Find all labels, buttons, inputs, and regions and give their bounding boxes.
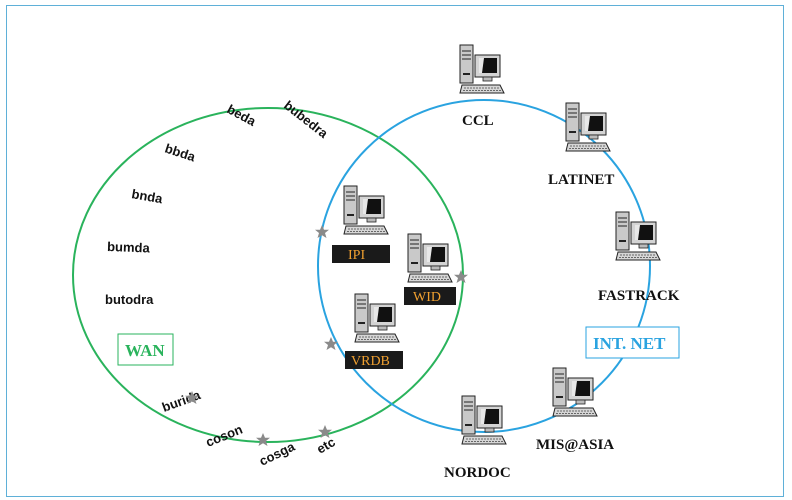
wan-node-coson: coson: [204, 422, 245, 450]
wan-node-bubedra: bubedra: [281, 98, 331, 142]
int-net-node-ccl: CCL: [462, 113, 494, 129]
computer-icon: [565, 102, 611, 152]
shared-node-vrdb-box: [345, 351, 403, 369]
int-net-label: INT. NET: [593, 334, 666, 353]
computer-icon: [552, 367, 598, 417]
wan-node-etc: etc: [314, 434, 338, 456]
int-net-node-nordoc: NORDOC: [444, 465, 511, 481]
shared-node-ipi: IPI: [348, 248, 365, 263]
wan-node-beda: beda: [225, 101, 260, 129]
int-net-node-mis-asia: MIS@ASIA: [536, 437, 614, 453]
shared-node-wid: WID: [413, 290, 441, 305]
wan-ring: [72, 107, 464, 443]
wan-node-bumda: bumda: [107, 239, 151, 256]
computer-icon: [407, 233, 453, 283]
wan-label-box: [117, 333, 174, 366]
wan-label: WAN: [125, 341, 165, 360]
star-icon: [454, 270, 468, 283]
star-icon: [315, 225, 329, 238]
int-net-label-box: [585, 326, 680, 359]
computer-icon: [615, 211, 661, 261]
shared-node-ipi-box: [332, 245, 390, 263]
diagram-frame: [6, 5, 784, 497]
wan-node-burida: burida: [160, 387, 203, 415]
computer-icon: [459, 44, 505, 94]
computer-icon: [354, 293, 400, 343]
wan-node-butodra: butodra: [105, 292, 154, 307]
int-net-node-fastrack: FASTRACK: [598, 288, 680, 304]
shared-node-vrdb: VRDB: [351, 354, 390, 369]
computer-icon: [343, 185, 389, 235]
star-icon: [256, 433, 270, 446]
wan-node-bnda: bnda: [130, 186, 164, 206]
wan-node-bbda: bbda: [163, 141, 198, 165]
int-net-ring: [317, 99, 651, 433]
shared-node-wid-box: [404, 287, 456, 305]
computer-icon: [461, 395, 507, 445]
int-net-node-latinet: LATINET: [548, 172, 614, 188]
